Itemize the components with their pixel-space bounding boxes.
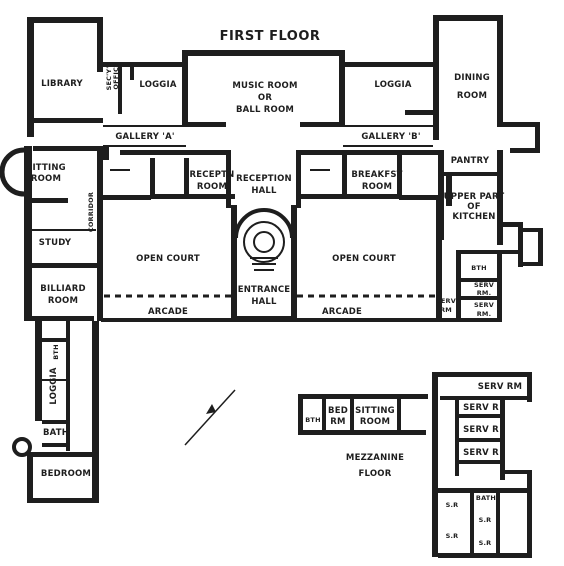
- room-music-3: BALL ROOM: [236, 105, 294, 115]
- room-bth-right: BTH: [471, 264, 486, 272]
- room-study: STUDY: [39, 238, 72, 248]
- room-loggia-left: LOGGIA: [139, 80, 176, 90]
- room-serv-rm-1a: SERV: [474, 281, 494, 289]
- room-reception-1: RECEPTN: [190, 170, 235, 180]
- room-arcade-left: ARCADE: [148, 307, 188, 317]
- title-first-floor: FIRST FLOOR: [220, 29, 321, 44]
- room-gallery-b: GALLERY 'B': [361, 132, 420, 142]
- staircase: [234, 208, 294, 271]
- mz-serv-r1: SERV R: [463, 403, 499, 413]
- walls-mezzanine: [298, 372, 532, 558]
- room-reception-hall-1: RECEPTION: [236, 174, 292, 184]
- mz-sr4: S.R: [479, 539, 492, 547]
- room-bedroom: BEDROOM: [41, 469, 91, 479]
- mz-serv-rm: SERV RM: [478, 382, 522, 392]
- room-library: LIBRARY: [41, 79, 83, 89]
- title-mezzanine-2: FLOOR: [359, 469, 392, 479]
- room-corridor: CORRIDOR: [87, 192, 95, 232]
- title-mezzanine-1: MEZZANINE: [346, 453, 404, 463]
- room-billiard-2: ROOM: [48, 296, 78, 306]
- room-reception-hall-2: HALL: [251, 186, 277, 196]
- mz-bath: BATH: [476, 494, 496, 502]
- labels: FIRST FLOOR LIBRARY SEC'Y'S OFFICE LOGGI…: [26, 29, 522, 547]
- room-serv-rm-3b: RM: [440, 306, 452, 314]
- room-secys-office-1: SEC'Y'S: [105, 62, 113, 91]
- mz-bed-2: RM: [330, 417, 345, 427]
- mz-sr1: S.R: [446, 501, 459, 509]
- room-sitting-2: ROOM: [31, 174, 61, 184]
- compass-icon: [184, 389, 236, 446]
- mz-sitting-1: SITTING: [355, 406, 395, 416]
- room-entrance-hall-2: HALL: [251, 297, 277, 307]
- room-dining-2: ROOM: [457, 91, 487, 101]
- room-music-1: MUSIC ROOM: [232, 81, 297, 91]
- room-entrance-hall-1: ENTRANCE: [238, 285, 291, 295]
- room-serv-rm-2a: SERV: [474, 301, 494, 309]
- room-open-court-left: OPEN COURT: [136, 254, 200, 264]
- mz-bed-1: BED: [328, 406, 348, 416]
- mz-sr2: S.R: [479, 516, 492, 524]
- room-dining-1: DINING: [454, 73, 490, 83]
- room-serv-rm-1b: RM.: [477, 289, 492, 297]
- room-secys-office-2: OFFICE: [112, 62, 120, 89]
- room-sitting-1: SITTING: [26, 163, 66, 173]
- mz-serv-r2: SERV R: [463, 425, 499, 435]
- walls-first-floor: [24, 15, 543, 503]
- room-breakfast-1: BREAKFST: [351, 170, 402, 180]
- room-kitchen-3: KITCHEN: [452, 212, 495, 222]
- mz-sr3: S.R: [446, 532, 459, 540]
- room-kitchen-1: UPPER PART: [444, 192, 505, 202]
- room-music-2: OR: [258, 93, 272, 103]
- room-arcade-right: ARCADE: [322, 307, 362, 317]
- room-billiard-1: BILLIARD: [40, 284, 85, 294]
- room-serv-rm-2b: RM.: [477, 310, 492, 318]
- mz-bth: BTH: [305, 416, 320, 424]
- room-serv-rm-3a: SERV: [436, 297, 456, 305]
- room-bth-left: BTH: [52, 344, 60, 359]
- mz-serv-r3: SERV R: [463, 448, 499, 458]
- sitting-room-bay: [0, 147, 25, 197]
- room-loggia-west: LOGGIA: [49, 367, 59, 404]
- room-bath-left: BATH: [43, 428, 69, 438]
- turret: [12, 437, 32, 457]
- room-breakfast-2: ROOM: [362, 182, 392, 192]
- room-kitchen-2: OF: [467, 202, 480, 212]
- room-pantry: PANTRY: [451, 156, 490, 166]
- room-reception-2: ROOM: [197, 182, 227, 192]
- room-gallery-a: GALLERY 'A': [115, 132, 174, 142]
- room-loggia-right: LOGGIA: [374, 80, 411, 90]
- room-open-court-right: OPEN COURT: [332, 254, 396, 264]
- interior-lines: [32, 125, 433, 381]
- mz-sitting-2: ROOM: [360, 417, 390, 427]
